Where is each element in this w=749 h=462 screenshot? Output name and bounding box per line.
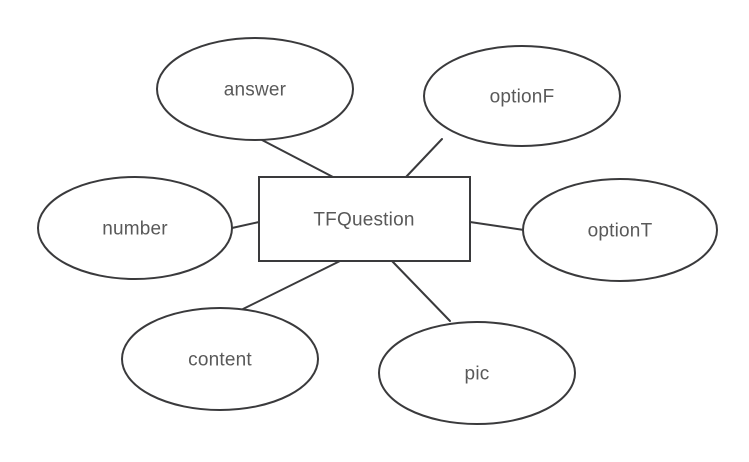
edge-optionf-to-entity: [405, 138, 443, 178]
attribute-label-pic: pic: [465, 364, 490, 385]
attribute-ellipse-answer[interactable]: [156, 37, 354, 141]
edge-pic-to-entity: [391, 260, 451, 322]
attribute-ellipse-pic[interactable]: [378, 321, 576, 425]
edge-optiont-to-entity: [469, 221, 525, 231]
attribute-label-number: number: [102, 219, 168, 240]
attribute-ellipse-optiont[interactable]: [522, 178, 718, 282]
attribute-node-content[interactable]: content: [121, 307, 319, 411]
attribute-node-optiont[interactable]: optionT: [522, 178, 718, 282]
attribute-ellipse-optionf[interactable]: [423, 45, 621, 147]
edge-content-to-entity: [242, 260, 341, 310]
attribute-label-content: content: [188, 350, 252, 371]
attribute-node-number[interactable]: number: [37, 176, 233, 280]
attribute-node-optionf[interactable]: optionF: [423, 45, 621, 147]
attribute-ellipse-content[interactable]: [121, 307, 319, 411]
entity-label-tfquestion: TFQuestion: [313, 210, 414, 231]
edge-group: [231, 138, 525, 322]
attribute-node-answer[interactable]: answer: [156, 37, 354, 141]
attribute-label-answer: answer: [224, 80, 287, 101]
attribute-label-optionf: optionF: [490, 87, 555, 108]
attribute-node-pic[interactable]: pic: [378, 321, 576, 425]
entity-rectangle-tfquestion[interactable]: [258, 176, 471, 262]
attribute-label-optiont: optionT: [588, 221, 653, 242]
edge-number-to-entity: [231, 221, 260, 229]
edge-answer-to-entity: [261, 139, 334, 178]
attribute-ellipse-number[interactable]: [37, 176, 233, 280]
entity-node-tfquestion[interactable]: TFQuestion: [258, 176, 471, 262]
